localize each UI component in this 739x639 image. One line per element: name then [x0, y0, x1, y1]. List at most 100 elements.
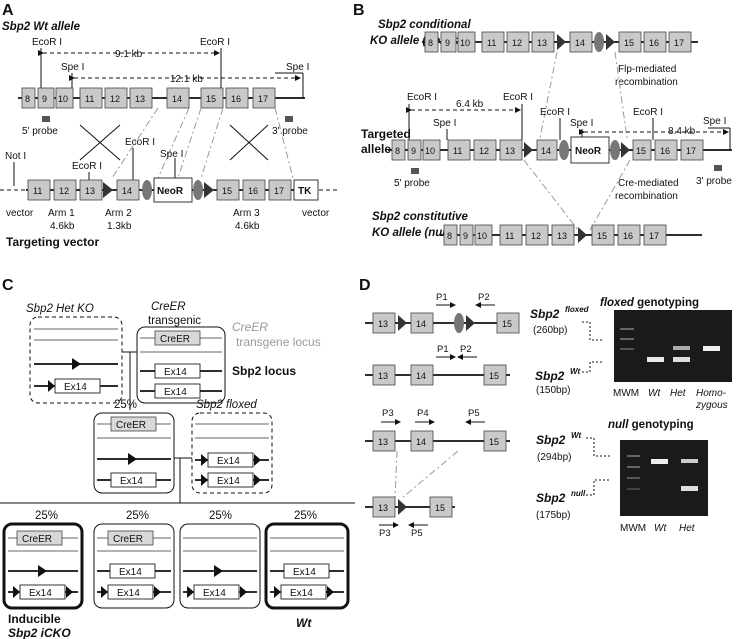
tgt-exon-9: 9: [407, 139, 422, 161]
null-exon-17: 17: [643, 224, 667, 246]
inducible-label-2: Sbp2 iCKO: [8, 626, 71, 639]
creer-locus-label-2: transgene locus: [236, 335, 321, 349]
spei-label-1: Spe I: [61, 62, 84, 73]
null-title-2: KO allele (null): [372, 227, 453, 239]
noti-label: Not I: [5, 151, 26, 162]
arm1-label: Arm 1: [48, 208, 75, 219]
svg-text:Ex14: Ex14: [203, 588, 226, 599]
ecori-label-4: EcoR I: [125, 137, 155, 148]
flp-label-1: Flp-mediated: [618, 64, 676, 75]
gen2-pct: 25%: [114, 399, 137, 411]
wt-exon-17: 17: [252, 87, 276, 109]
svg-text:15: 15: [435, 503, 445, 513]
spei-b-3: Spe I: [703, 116, 726, 127]
floxed-band-sup: floxed: [565, 305, 590, 314]
svg-text:14: 14: [172, 94, 182, 104]
null-exon-12: 12: [525, 224, 549, 246]
floxed-lane-homo-1: Homo-: [696, 388, 727, 399]
svg-text:10: 10: [425, 146, 435, 156]
probe5-b-label: 5' probe: [394, 178, 430, 189]
floxed-band-bp: (260bp): [533, 325, 567, 336]
svg-text:NeoR: NeoR: [157, 186, 184, 197]
svg-text:9: 9: [463, 231, 468, 241]
svg-text:17: 17: [258, 94, 268, 104]
svg-text:11: 11: [505, 231, 514, 241]
svg-text:Ex14: Ex14: [164, 367, 187, 378]
targeted-label-1: Targeted: [361, 127, 411, 141]
panel-label-d: D: [359, 277, 371, 294]
tgt-exon-14: 14: [536, 139, 558, 161]
floxed-title-2: KO allele (floxed): [370, 35, 464, 47]
floxed-lane-het: Het: [670, 388, 687, 399]
svg-text:17: 17: [674, 38, 684, 48]
flox-exon-17: 17: [668, 31, 692, 53]
ecori-b-3: EcoR I: [540, 107, 570, 118]
ecori-b-4: EcoR I: [633, 107, 663, 118]
svg-text:13: 13: [378, 437, 388, 447]
svg-text:Ex14: Ex14: [119, 567, 142, 578]
floxed-gel-het-band-2: [673, 357, 690, 362]
null-title-1: Sbp2 constitutive: [372, 211, 468, 223]
svg-text:15: 15: [206, 94, 216, 104]
svg-text:8: 8: [428, 38, 433, 48]
wt2-band-name: Sbp2: [536, 433, 566, 447]
vec-exon-16: 16: [242, 179, 266, 201]
svg-text:CreER: CreER: [116, 420, 146, 431]
tgt-frt-1: [559, 140, 569, 160]
svg-text:13: 13: [537, 38, 547, 48]
svg-text:13: 13: [135, 94, 145, 104]
gen3-pct-2: 25%: [126, 510, 149, 522]
gen3-pct-1: 25%: [35, 510, 58, 522]
null-gel-wt-band: [651, 459, 668, 464]
gen3-pct-3: 25%: [209, 510, 232, 522]
null-exon-11: 11: [499, 224, 523, 246]
svg-text:12: 12: [512, 38, 522, 48]
arm3-size: 4.6kb: [235, 221, 260, 232]
vector-label-right: vector: [302, 208, 330, 219]
svg-text:15: 15: [489, 371, 499, 381]
flox-exon-15: 15: [618, 31, 642, 53]
floxed-lane-mwm: MWM: [613, 388, 639, 399]
svg-text:CreER: CreER: [113, 534, 143, 545]
svg-text:Ex14: Ex14: [164, 387, 187, 398]
wt2-band-sup: Wt: [571, 431, 582, 440]
null-band-sup: null: [571, 489, 586, 498]
floxed-gel-homo-band: [703, 346, 720, 351]
ecori-label-1: EcoR I: [32, 37, 62, 48]
floxed-band-name: Sbp2: [530, 307, 560, 321]
spei-b-1: Spe I: [433, 118, 456, 129]
floxed-gel-het-band-1: [673, 346, 690, 350]
floxed-lane-wt: Wt: [648, 388, 661, 399]
primer-p3: P3: [382, 408, 394, 419]
primer-p5: P5: [468, 408, 480, 419]
wt-exon-10: 10: [55, 87, 74, 109]
svg-text:12: 12: [59, 186, 69, 196]
svg-text:16: 16: [623, 231, 633, 241]
ecori-label-3: EcoR I: [72, 161, 102, 172]
svg-text:14: 14: [541, 146, 551, 156]
svg-text:15: 15: [489, 437, 499, 447]
svg-text:Ex14: Ex14: [117, 588, 140, 599]
vec-exon-14: 14: [116, 179, 140, 201]
flox-exon-12: 12: [506, 31, 530, 53]
probe3-label: 3' probe: [272, 126, 308, 137]
primer-p4: P4: [417, 408, 429, 419]
probe3-marker: [285, 116, 293, 122]
wt-band-sup: Wt: [570, 367, 581, 376]
panel-c: C Sbp2 Het KO Ex14 CreER transgenic CreE…: [0, 277, 355, 639]
svg-text:13: 13: [378, 319, 388, 329]
svg-text:P5: P5: [411, 528, 423, 539]
wt-label: Wt: [296, 616, 312, 630]
loxp-arrow-2: [204, 182, 214, 198]
svg-text:10: 10: [460, 38, 470, 48]
tgt-exon-13: 13: [499, 139, 523, 161]
svg-text:14: 14: [416, 319, 426, 329]
tgt-exon-15: 15: [632, 139, 652, 161]
wt-exon-9: 9: [37, 87, 55, 109]
flox-exon-11: 11: [481, 31, 505, 53]
arm3-label: Arm 3: [233, 208, 260, 219]
null-lane-wt: Wt: [654, 523, 667, 534]
tk-cassette: TK: [293, 179, 319, 201]
tgt-exon-11: 11: [447, 139, 471, 161]
null-genotyping-label: null genotyping: [608, 419, 694, 431]
